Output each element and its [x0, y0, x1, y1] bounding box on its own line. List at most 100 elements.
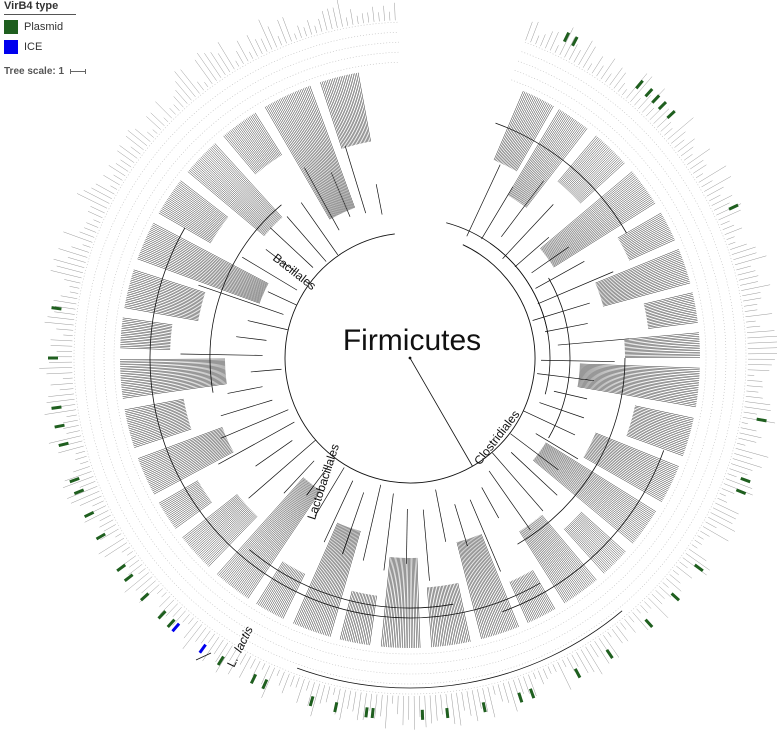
leaf-branch: [467, 538, 499, 635]
leaf-branch: [301, 88, 351, 210]
internal-branch: [198, 284, 284, 315]
internal-branch: [236, 336, 267, 341]
leaf-branch: [545, 182, 642, 256]
leaf-branch: [622, 223, 668, 248]
leaf-branch: [152, 449, 233, 492]
leaf-branch: [508, 110, 562, 196]
leaf-branch: [274, 101, 336, 217]
leaf-branch: [407, 557, 409, 648]
leaf-branch: [416, 557, 421, 648]
leaf-branch: [522, 529, 570, 601]
leaf-branch: [120, 371, 226, 380]
internal-branch: [220, 399, 273, 417]
outer-bar-tick: [679, 561, 688, 569]
leaf-branch: [352, 73, 367, 143]
outer-bar-tick: [215, 642, 229, 663]
plasmid-marker: [573, 668, 582, 679]
annotation-ring: [103, 51, 717, 665]
leaf-branch: [303, 88, 352, 210]
tree-scale-label: Tree scale: 1: [4, 66, 65, 77]
leaf-branch: [498, 93, 531, 163]
leaf-branch: [121, 373, 226, 383]
leaf-branch: [631, 420, 690, 438]
leaf-branch: [509, 581, 529, 623]
leaf-branch: [525, 527, 575, 598]
internal-branch: [255, 440, 293, 467]
outer-bar-tick: [204, 81, 209, 88]
leaf-branch: [128, 286, 202, 306]
outer-bar-tick: [456, 692, 462, 726]
leaf-branch: [120, 370, 226, 378]
outer-bar-tick: [552, 664, 557, 672]
leaf-branch: [597, 255, 682, 288]
outer-bar-tick: [239, 656, 252, 678]
leaf-branch: [230, 483, 312, 587]
outer-bar-tick: [450, 693, 456, 725]
leaf-branch: [543, 178, 638, 253]
outer-bar-tick: [727, 473, 737, 478]
internal-branch: [342, 492, 365, 555]
leaf-branch: [270, 103, 334, 218]
leaf-branch: [598, 262, 684, 293]
leaf-branch: [566, 525, 609, 570]
leaf-branch: [634, 405, 694, 419]
outer-bar-tick: [48, 393, 74, 397]
outer-bar-tick: [533, 672, 537, 680]
outer-bar-tick: [725, 478, 753, 489]
leaf-branch: [532, 521, 585, 591]
leaf-branch: [644, 295, 694, 308]
outer-bar-tick: [236, 40, 249, 62]
outer-bar-tick: [254, 39, 263, 55]
leaf-branch: [150, 447, 232, 489]
leaf-branch: [643, 292, 693, 305]
leaf-branch: [627, 431, 685, 451]
leaf-branch: [579, 365, 700, 372]
outer-bar-tick: [79, 231, 95, 238]
leaf-branch: [321, 529, 356, 635]
outer-bar-tick: [67, 257, 86, 263]
outer-bar-tick: [687, 148, 711, 165]
leaf-branch: [171, 496, 209, 523]
leaf-branch: [619, 217, 664, 243]
outer-bar-tick: [250, 658, 256, 669]
outer-bar-tick: [39, 367, 73, 369]
outer-bar-tick: [731, 463, 753, 471]
ice-marker: [171, 622, 181, 633]
leaf-branch: [172, 498, 210, 525]
outer-bar-tick: [307, 20, 312, 35]
internal-branch: [557, 338, 630, 346]
outer-bar-tick: [528, 674, 537, 697]
internal-branch: [300, 202, 339, 256]
leaf-branch: [541, 448, 650, 523]
outer-bar-tick: [383, 5, 385, 21]
internal-branch: [250, 368, 282, 373]
outer-bar-tick: [44, 409, 77, 415]
leaf-branch: [241, 488, 318, 595]
outer-bar-tick: [246, 35, 258, 57]
outer-bar-tick: [69, 286, 80, 289]
leaf-branch: [142, 245, 263, 297]
outer-bar-tick: [502, 682, 510, 703]
leaf-branch: [647, 316, 698, 325]
leaf-branch: [597, 259, 683, 291]
leaf-branch: [192, 166, 268, 233]
internal-branch: [362, 484, 382, 561]
internal-arc: [209, 204, 282, 393]
outer-bar-tick: [742, 292, 761, 297]
tree-scale: Tree scale: 1: [4, 66, 87, 77]
leaf-branch: [168, 493, 206, 519]
leaf-branch: [630, 421, 689, 440]
leaf-branch: [294, 91, 347, 212]
leaf-branch: [624, 343, 700, 348]
outer-bar-tick: [726, 236, 735, 240]
leaf-branch: [260, 563, 287, 607]
leaf-branch: [183, 495, 239, 540]
legend-item-ice: ICE: [4, 39, 124, 55]
leaf-branch: [536, 455, 640, 536]
leaf-branch: [299, 89, 350, 211]
outer-bar-tick: [64, 279, 81, 284]
outer-bar-tick: [718, 209, 741, 221]
leaf-branch: [132, 272, 205, 296]
leaf-branch: [214, 143, 283, 218]
